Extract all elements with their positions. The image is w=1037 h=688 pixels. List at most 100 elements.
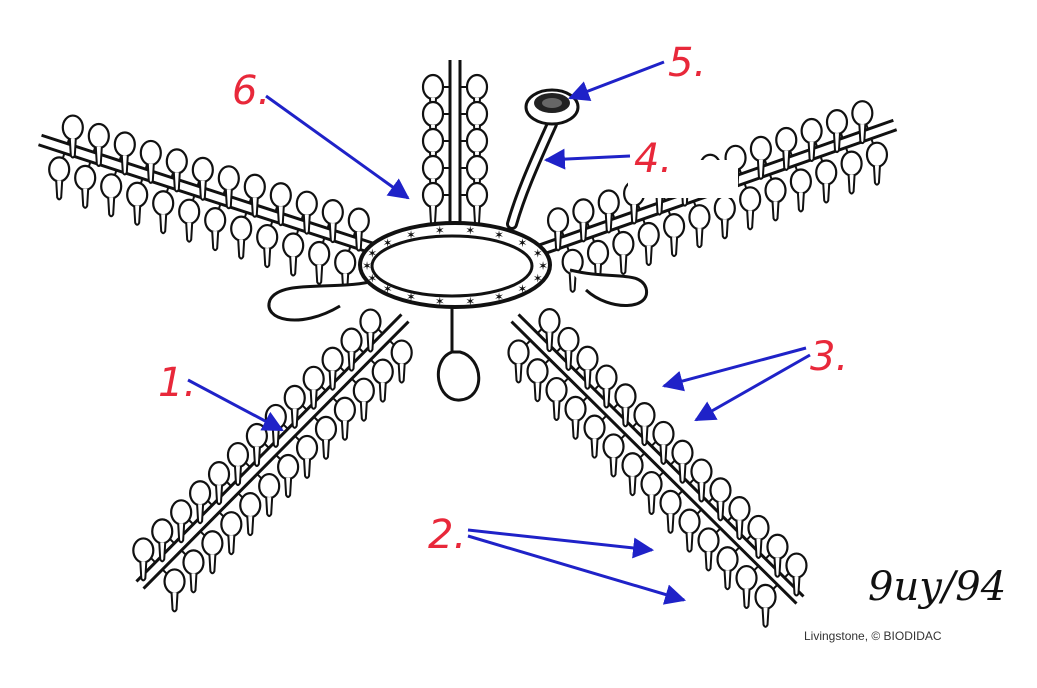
- ring-star-mark: ✶: [517, 236, 527, 250]
- ring-star-mark: ✶: [383, 282, 393, 296]
- ring-star-mark: ✶: [435, 294, 445, 308]
- tube-foot: [360, 310, 382, 352]
- tube-foot: [664, 210, 684, 256]
- tube-foot: [671, 441, 693, 483]
- tube-foot: [205, 204, 225, 250]
- ring-star-mark: ✶: [406, 290, 416, 304]
- tube-foot: [89, 124, 109, 166]
- tube-foot: [756, 585, 778, 627]
- tube-foot: [867, 139, 887, 185]
- arrow-6: [266, 96, 408, 198]
- arm-top: [423, 60, 487, 225]
- tube-foot: [709, 478, 731, 520]
- tube-foot: [209, 462, 231, 504]
- tube-foot: [179, 196, 199, 242]
- tube-foot: [599, 190, 619, 232]
- tube-foot: [162, 569, 184, 611]
- label-1: 1.: [158, 360, 196, 406]
- tube-foot: [791, 165, 811, 211]
- tube-foot: [740, 183, 760, 229]
- ring-star-mark: ✶: [494, 228, 504, 242]
- ring-star-mark: ✶: [406, 228, 416, 242]
- tube-foot: [309, 238, 329, 284]
- tube-foot: [193, 158, 213, 200]
- tube-foot: [613, 228, 633, 274]
- artist-signature: 9uy/94: [868, 564, 1006, 610]
- arrow-1: [188, 380, 282, 430]
- tube-foot: [152, 519, 174, 561]
- tube-foot: [728, 497, 750, 539]
- tube-foot: [141, 141, 161, 183]
- ring-star-mark: ✶: [435, 224, 445, 238]
- ring-star-mark: ✶: [362, 259, 372, 273]
- tube-foot: [852, 101, 872, 143]
- tube-foot: [245, 175, 265, 217]
- tube-foot: [639, 219, 659, 265]
- ring-star-mark: ✶: [517, 282, 527, 296]
- label-2: 2.: [428, 512, 466, 558]
- tube-foot: [167, 149, 187, 191]
- tube-foot: [231, 212, 251, 258]
- tube-foot: [776, 128, 796, 170]
- tube-foot: [127, 179, 147, 225]
- tube-foot: [563, 246, 583, 292]
- tube-foot: [690, 460, 712, 502]
- tube-foot: [153, 187, 173, 233]
- tube-foot: [75, 162, 95, 208]
- tube-foot: [271, 183, 291, 225]
- label-6: 6.: [232, 68, 270, 114]
- radial-canals-with-tube-feet: [38, 60, 896, 627]
- tube-foot: [633, 403, 655, 445]
- ring-star-mark: ✶: [383, 236, 393, 250]
- tube-foot: [827, 110, 847, 152]
- tube-foot: [323, 348, 345, 390]
- tube-foot: [576, 347, 598, 389]
- tube-foot: [816, 157, 836, 203]
- tube-foot: [228, 443, 250, 485]
- label-3: 3.: [810, 334, 848, 380]
- ring-star-mark: ✶: [494, 290, 504, 304]
- tube-foot: [766, 535, 788, 577]
- ring-star-mark: ✶: [367, 247, 377, 261]
- label-4: 4.: [634, 136, 672, 182]
- tube-foot: [747, 516, 769, 558]
- tube-foot: [304, 367, 326, 409]
- arrow-3b: [696, 355, 810, 420]
- tube-foot: [285, 386, 307, 428]
- tube-foot: [257, 221, 277, 267]
- tube-foot: [595, 366, 617, 408]
- tube-foot: [49, 153, 69, 199]
- tube-foot: [342, 329, 364, 371]
- tube-foot: [349, 209, 369, 251]
- ring-star-mark: ✶: [533, 271, 543, 285]
- pointer-arrows: [188, 62, 810, 600]
- tube-foot: [557, 328, 579, 370]
- tube-foot: [538, 309, 560, 351]
- ring-star-mark: ✶: [533, 247, 543, 261]
- image-credit: Livingstone, © BIODIDAC: [804, 629, 942, 643]
- tube-foot: [548, 208, 568, 250]
- tube-foot: [842, 148, 862, 194]
- tube-foot: [751, 137, 771, 179]
- tube-foot: [133, 538, 155, 580]
- tube-foot: [652, 422, 674, 464]
- arrow-2a: [468, 530, 652, 550]
- ring-star-mark: ✶: [465, 294, 475, 308]
- tube-foot: [283, 229, 303, 275]
- tube-foot: [171, 500, 193, 542]
- tube-foot: [423, 183, 450, 225]
- tube-foot: [573, 199, 593, 241]
- arrow-3a: [664, 348, 806, 386]
- tube-foot: [101, 170, 121, 216]
- tube-foot: [219, 166, 239, 208]
- tube-foot: [460, 183, 487, 225]
- stone-canal: [512, 124, 552, 224]
- ring-star-mark: ✶: [465, 224, 475, 238]
- arrow-2b: [468, 536, 684, 600]
- tube-foot: [689, 201, 709, 247]
- tube-foot: [297, 192, 317, 234]
- tube-foot: [247, 424, 269, 466]
- tube-foot: [323, 200, 343, 242]
